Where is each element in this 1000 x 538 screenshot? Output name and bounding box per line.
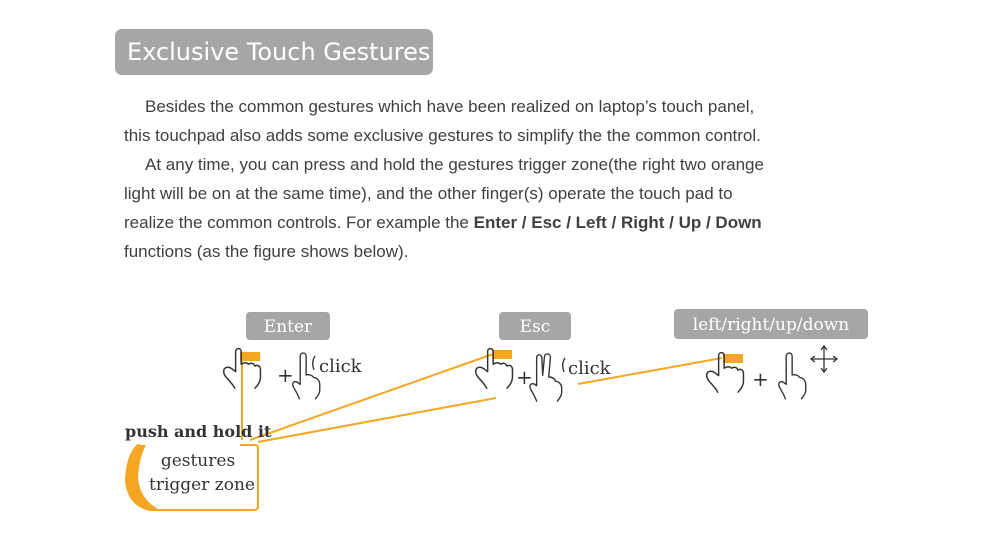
intro-line-2: this touchpad also adds some exclusive g… [124, 126, 761, 145]
enter-click-label: click [319, 356, 363, 377]
trigger-zone-outline [124, 444, 259, 511]
four-way-arrow-icon [809, 344, 839, 374]
instructions-line-2: light will be on at the same time), and … [124, 184, 733, 203]
esc-orange-light [492, 350, 512, 359]
arrows-tag-label: left/right/up/down [693, 315, 850, 335]
arrows-plus: + [752, 367, 769, 391]
trigger-zone-label-line1: gestures [161, 451, 235, 471]
trigger-zone-label-line2: trigger zone [149, 475, 255, 495]
click-indicator-icon [562, 357, 566, 373]
connector-to-esc [249, 352, 497, 441]
arrows-tag [674, 309, 868, 339]
intro-line-1: Besides the common gestures which have b… [145, 97, 755, 116]
instructions-line-3: realize the common controls. For example… [124, 213, 474, 232]
section-title: Exclusive Touch Gestures [115, 29, 433, 75]
one-finger-drag-icon [777, 352, 807, 400]
enter-orange-light [240, 352, 260, 361]
gesture-functions-list: Enter / Esc / Left / Right / Up / Down [473, 213, 762, 232]
click-indicator-icon [312, 355, 316, 371]
esc-plus: + [516, 365, 533, 389]
esc-click-label: click [568, 358, 612, 379]
two-finger-tap-icon [528, 352, 563, 403]
esc-tag-label: Esc [520, 317, 551, 337]
enter-tag-label: Enter [264, 317, 313, 337]
connector-to-arrows [257, 397, 497, 443]
instructions-paragraph: At any time, you can press and hold the … [124, 150, 884, 266]
instructions-line-1: At any time, you can press and hold the … [145, 155, 764, 174]
arrows-orange-light [723, 354, 743, 363]
enter-tag [246, 312, 330, 340]
esc-tag [499, 312, 571, 340]
connector-esc-to-arrows [577, 357, 723, 385]
intro-paragraph: Besides the common gestures which have b… [124, 92, 884, 150]
enter-plus: + [277, 363, 294, 387]
push-hold-label: push and hold it [125, 422, 272, 441]
instructions-line-4: functions (as the figure shows below). [124, 242, 409, 261]
one-finger-tap-icon [291, 352, 321, 400]
trigger-zone-fill [126, 445, 160, 510]
